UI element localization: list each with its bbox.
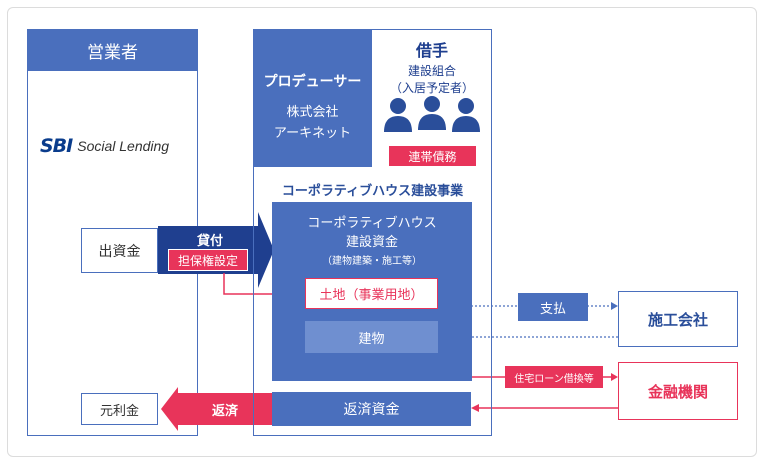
mortgage-arrowhead xyxy=(611,373,618,381)
building-box: 建物 xyxy=(305,321,438,353)
collateral-label: 担保権設定 xyxy=(168,249,248,271)
fund-line2: 建設資金 xyxy=(345,235,398,250)
borrower-line2: （入居予定者） xyxy=(389,81,474,95)
payment-label: 支払 xyxy=(518,293,588,321)
producer-label: プロデューサー xyxy=(263,74,362,90)
borrower-title: 借手 xyxy=(415,41,448,60)
operator-header: 営業者 xyxy=(27,29,198,71)
sbi-logo-mark: SBI xyxy=(40,135,73,157)
fund-line3: （建物建築・施工等） xyxy=(322,256,422,267)
bank-box: 金融機関 xyxy=(618,362,738,420)
construction-fund-title: コーポラティブハウス 建設資金 （建物建築・施工等） xyxy=(272,212,472,267)
producer-company-line2: アーキネット xyxy=(273,126,352,141)
payment-arrowhead xyxy=(611,302,618,310)
land-box: 土地（事業用地） xyxy=(305,278,438,309)
principal-interest-box: 元利金 xyxy=(81,393,158,425)
borrower-box: 借手 建設組合 （入居予定者） xyxy=(372,29,492,167)
producer-box: プロデューサー 株式会社 アーキネット xyxy=(253,29,372,167)
bank-repay-arrowhead xyxy=(471,404,479,412)
fund-line1: コーポラティブハウス xyxy=(307,216,437,231)
borrower-line1: 建設組合 xyxy=(407,64,456,78)
loan-label: 貸付 xyxy=(196,234,223,249)
investment-box: 出資金 xyxy=(81,228,158,273)
repayment-fund-box: 返済資金 xyxy=(272,392,471,426)
producer-company-line1: 株式会社 xyxy=(286,105,339,120)
contractor-box: 施工会社 xyxy=(618,291,738,347)
borrower-people-icon xyxy=(384,96,480,132)
project-title: コーポラティブハウス建設事業 xyxy=(281,184,464,199)
sbi-logo-text: Social Lending xyxy=(77,138,170,154)
sbi-logo: SBI Social Lending xyxy=(40,130,192,162)
project-panel xyxy=(253,29,492,436)
joint-debt-badge: 連帯債務 xyxy=(389,146,476,166)
mortgage-refinance-label: 住宅ローン借換等 xyxy=(505,366,603,388)
repayment-label: 返済 xyxy=(211,404,238,419)
repayment-arrow xyxy=(161,387,272,431)
